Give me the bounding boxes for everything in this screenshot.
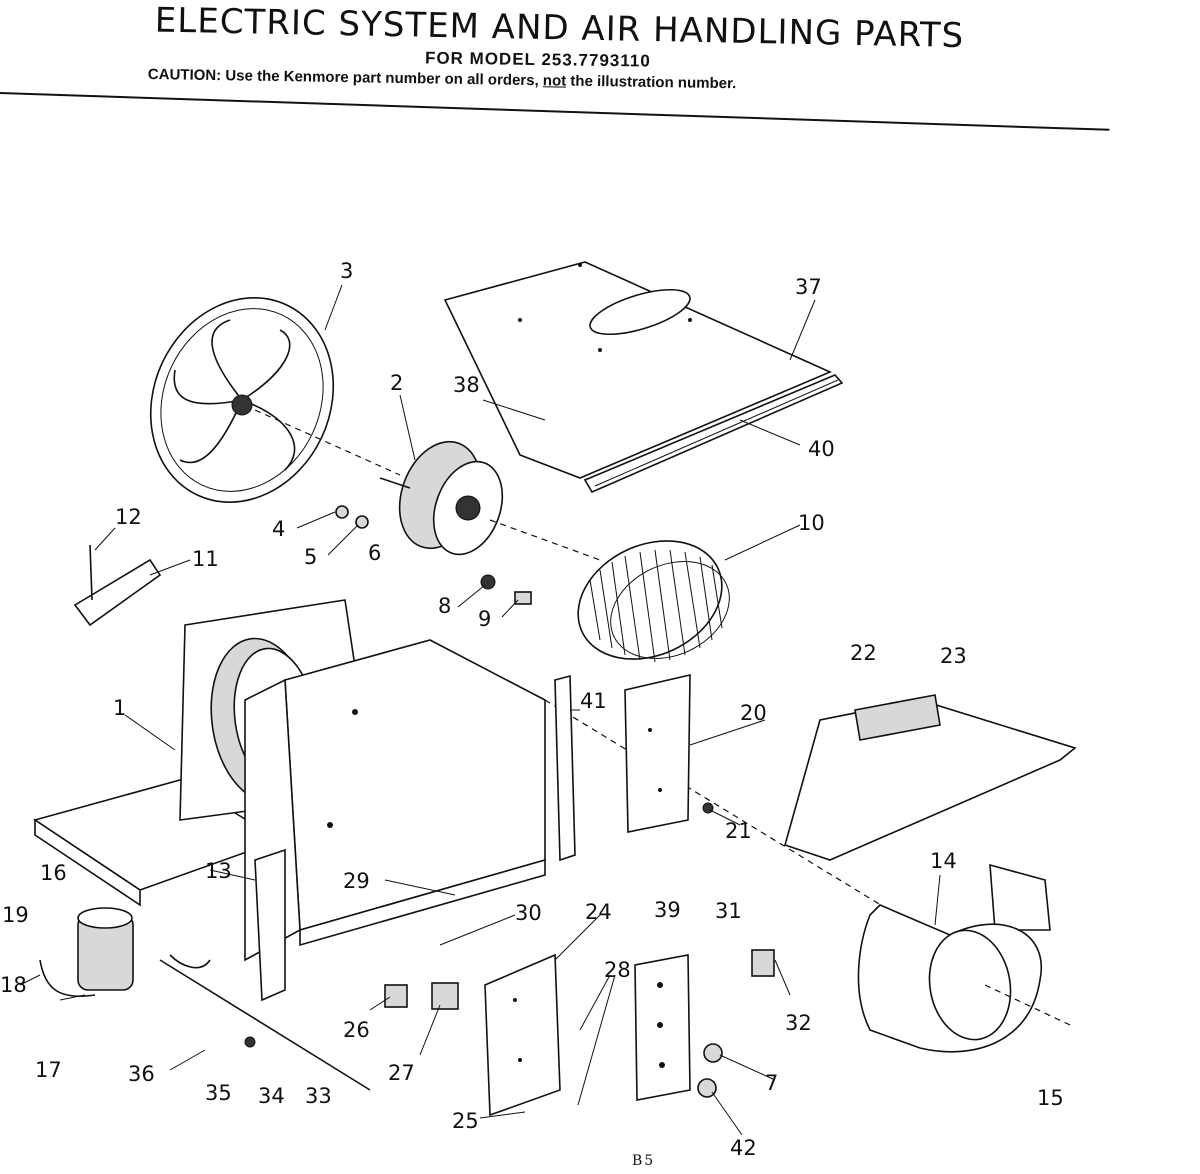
callout-30: 30 <box>515 901 542 925</box>
part-3-fan-blade <box>149 297 401 503</box>
callout-23: 23 <box>940 644 967 668</box>
callout-29: 29 <box>343 869 370 893</box>
callout-26: 26 <box>343 1018 370 1042</box>
page-code: B5 <box>632 1153 656 1169</box>
callout-10: 10 <box>798 511 825 535</box>
chassis-box <box>244 639 1021 991</box>
callout-22: 22 <box>850 641 877 665</box>
callout-11: 11 <box>192 547 219 571</box>
callout-18: 18 <box>0 973 27 997</box>
callout-41: 41 <box>580 689 607 713</box>
part-16-capacitor <box>39 907 134 997</box>
callout-2: 2 <box>390 371 403 395</box>
callout-21: 21 <box>725 819 752 843</box>
callout-16: 16 <box>40 861 67 885</box>
callout-19: 19 <box>2 903 29 927</box>
part-22-cover <box>784 694 1077 861</box>
part-2-motor <box>379 440 601 561</box>
callout-40: 40 <box>808 437 835 461</box>
part-37-top-cover <box>443 261 832 479</box>
part-40-rail <box>583 374 844 494</box>
callout-33: 33 <box>305 1084 332 1108</box>
callout-34: 34 <box>258 1084 285 1108</box>
parts-26-27-switches <box>384 982 459 1010</box>
hardware-7-31-42 <box>697 949 775 1098</box>
callout-28: 28 <box>604 958 631 982</box>
callout-14: 14 <box>930 849 957 873</box>
callout-3: 3 <box>340 259 353 283</box>
callout-36: 36 <box>128 1062 155 1086</box>
callout-labels: 1 2 3 4 5 6 7 18 8 9 10 11 12 13 14 15 1… <box>0 259 1064 1160</box>
callout-5: 5 <box>304 545 317 569</box>
callout-9: 9 <box>478 607 491 631</box>
part-13-rail <box>254 848 286 1002</box>
callout-37: 37 <box>795 275 822 299</box>
part-20-panel <box>624 673 714 833</box>
callout-27: 27 <box>388 1061 415 1085</box>
hardware-4-5-8-9 <box>335 505 532 605</box>
part-14-blower-housing <box>857 863 1071 1053</box>
part-39-plate <box>634 954 691 1101</box>
part-10-blower-wheel <box>577 540 730 663</box>
leader-lines <box>19 284 941 1136</box>
part-41-upright <box>554 674 576 862</box>
callout-8: 8 <box>438 594 451 618</box>
callout-38: 38 <box>453 373 480 397</box>
callout-42: 42 <box>730 1136 757 1160</box>
callout-35: 35 <box>205 1081 232 1105</box>
callout-32: 32 <box>785 1011 812 1035</box>
callout-7: 7 <box>765 1071 778 1095</box>
callout-20: 20 <box>740 701 767 725</box>
callout-1: 1 <box>113 696 126 720</box>
callout-4: 4 <box>272 517 285 541</box>
part-33-harness <box>159 954 371 1091</box>
callout-12: 12 <box>115 505 142 529</box>
callout-24: 24 <box>585 900 612 924</box>
callout-39: 39 <box>654 898 681 922</box>
callout-31: 31 <box>715 899 742 923</box>
part-11-bracket <box>73 544 162 627</box>
callout-6: 6 <box>368 541 381 565</box>
callout-13: 13 <box>205 859 232 883</box>
callout-17: 17 <box>35 1058 62 1082</box>
callout-25: 25 <box>452 1109 479 1133</box>
part-24-panel <box>484 953 561 1117</box>
callout-15: 15 <box>1037 1086 1064 1110</box>
